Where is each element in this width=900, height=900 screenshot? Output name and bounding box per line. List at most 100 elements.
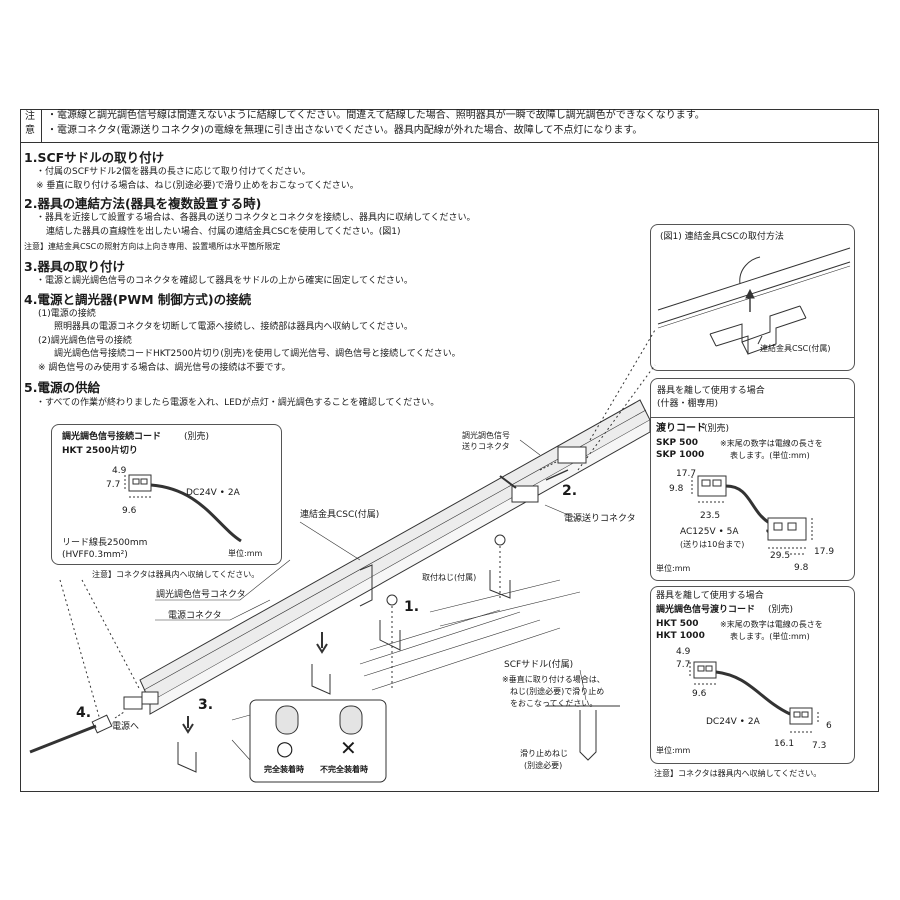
hkt-watari-unit: 単位:mm (656, 746, 691, 755)
hkt2500-note: 注意】コネクタは器具内へ収納してください。 (92, 570, 260, 579)
hkt2500-dim-9-6: 9.6 (122, 506, 137, 516)
vertical-note-3: をおこなってください。 (510, 699, 598, 708)
section-5-title: 5.電源の供給 (24, 380, 100, 395)
hkt-watari-dim-6: 6 (826, 721, 832, 731)
hkt2500-dim-4-9: 4.9 (112, 466, 127, 476)
section-1-line-2: ※ 垂直に取り付ける場合は、ねじ(別途必要)で滑り止めをおこなってください。 (36, 181, 359, 191)
section-4-line-1: (1)電源の接続 (38, 309, 96, 319)
skp-note-1: ※末尾の数字は電線の長さを (720, 439, 823, 448)
step-3-marker: 3. (198, 697, 214, 713)
skp-box-title-1: 器具を離して使用する場合 (657, 386, 765, 396)
hkt-watari-note-1: ※末尾の数字は電線の長さを (720, 620, 823, 629)
vertical-note-2: ねじ(別途必要)で滑り止め (510, 687, 605, 696)
hkt-watari-dim-16-1: 16.1 (774, 739, 795, 749)
notes-label-cell (20, 109, 42, 142)
signal-send-label-1: 調光調色信号 (462, 431, 510, 440)
hkt-watari-rating: DC24V • 2A (706, 717, 760, 727)
vertical-note-1: ※垂直に取り付ける場合は、 (502, 675, 605, 684)
section-3-line-1: ・電源と調光調色信号のコネクタを確認して器具をサドルの上から確実に固定してくださ… (36, 276, 413, 286)
hkt-watari-model-2: HKT 1000 (656, 631, 705, 641)
signal-send-label-2: 送りコネクタ (462, 442, 510, 451)
ng-mark-icon: ✕ (340, 736, 357, 760)
section-3-title: 3.器具の取り付け (24, 259, 125, 274)
skp-title: 渡りコード (656, 423, 706, 434)
skp-title-suffix: (別売) (704, 424, 730, 434)
section-2-note: 注意】連結金具CSCの照射方向は上向き専用、設置場所は水平箇所限定 (24, 242, 281, 251)
skp-rating-1: AC125V • 5A (680, 527, 739, 537)
bracket-screw-label: 取付ねじ(付属) (422, 573, 477, 582)
hkt-watari-bottom-note: 注意】コネクタは器具内へ収納してください。 (654, 769, 822, 778)
hkt-watari-drawing (689, 661, 819, 733)
hkt-watari-dim-9-6: 9.6 (692, 689, 707, 699)
step-1-marker: 1. (404, 599, 420, 615)
power-send-label: 電源送りコネクタ (564, 514, 636, 524)
skp-dim-23-5: 23.5 (700, 511, 721, 521)
skp-unit: 単位:mm (656, 564, 691, 573)
notes-label-top: 注 (25, 111, 35, 122)
signal-connector-label: 調光調色信号コネクタ (156, 590, 246, 600)
fig1-part-label: 連結金具CSC(付属) (760, 344, 831, 353)
skp-dim-9-8a: 9.8 (669, 484, 684, 494)
section-4-line-4: 調光調色信号接続コードHKT2500片切り(別売)を使用して調光信号、調色信号と… (54, 349, 461, 359)
hkt2500-lead-1: リード線長2500mm (62, 538, 148, 548)
step-2-marker: 2. (562, 483, 578, 499)
screw-label-1: 滑り止めねじ (520, 749, 568, 758)
hkt2500-title-suffix: (別売) (184, 432, 210, 442)
hkt-watari-dim-7-3: 7.3 (812, 741, 827, 751)
section-2-line-1: ・器具を近接して設置する場合は、各器具の送りコネクタとコネクタを接続し、器具内に… (36, 213, 476, 223)
skp-box (650, 378, 855, 581)
hkt2500-unit: 単位:mm (228, 549, 263, 558)
hkt2500-lead-2: (HVFF0.3mm²) (62, 550, 128, 560)
power-connector-label: 電源コネクタ (168, 611, 222, 621)
note-line-2: ・電源コネクタ(電源送りコネクタ)の電線を無理に引き出さないでください。器具内配… (47, 125, 643, 136)
to-power-label: 電源へ (112, 722, 140, 732)
skp-divider (650, 417, 855, 418)
skp-rating-2: (送りは10台まで) (680, 540, 745, 549)
hkt-watari-title-2: 調光調色信号渡りコード (656, 605, 756, 615)
hkt2500-dim-7-7: 7.7 (106, 480, 121, 490)
section-4-title: 4.電源と調光器(PWM 制御方式)の接続 (24, 292, 252, 307)
skp-model-2: SKP 1000 (656, 450, 705, 460)
hkt2500-drawing (124, 474, 242, 543)
fig1-title: (図1) 連結金具CSCの取付方法 (660, 232, 784, 242)
section-1-line-1: ・付属のSCFサドル2個を器具の長さに応じて取り付けてください。 (36, 167, 311, 177)
skp-model-1: SKP 500 (656, 438, 698, 448)
notes-label-bottom: 意 (25, 125, 35, 136)
hkt2500-box (51, 424, 282, 565)
hkt-watari-title-1: 器具を離して使用する場合 (656, 591, 764, 601)
skp-dim-29-5: 29.5 (770, 551, 791, 561)
skp-dim-17-9: 17.9 (814, 547, 835, 557)
section-1-title: 1.SCFサドルの取り付け (24, 150, 165, 165)
hkt-watari-title-suffix: (別売) (768, 605, 794, 615)
hkt-watari-dim-7-7: 7.7 (676, 660, 691, 670)
step-4-marker: 4. (76, 705, 92, 721)
skp-dim-9-8b: 9.8 (794, 563, 809, 573)
manual-frame (20, 109, 879, 792)
hkt2500-title: 調光調色信号接続コード (62, 432, 162, 442)
section-4-line-3: (2)調光調色信号の接続 (38, 336, 132, 346)
ok-label: 完全装着時 (264, 765, 304, 774)
section-2-line-2: 連結した器具の直線性を出したい場合、付属の連結金具CSCを使用してください。(図… (46, 227, 401, 237)
fig1-illustration (657, 247, 851, 355)
section-2-title: 2.器具の連結方法(器具を複数設置する時) (24, 196, 262, 211)
section-4-line-2: 照明器具の電源コネクタを切断して電源へ接続し、接続部は器具内へ収納してください。 (54, 322, 413, 332)
screw-label-2: (別途必要) (524, 761, 563, 770)
note-line-1: ・電源線と調光調色信号線は間違えないように結線してください。間違えて結線した場合… (47, 110, 705, 121)
skp-box-title-2: (什器・棚専用) (657, 399, 719, 409)
notes-bar (20, 109, 879, 143)
hkt2500-rating: DC24V • 2A (186, 488, 240, 498)
hkt2500-model: HKT 2500片切り (62, 446, 138, 456)
hkt-watari-model-1: HKT 500 (656, 619, 699, 629)
skp-cord-drawing (691, 475, 813, 555)
ok-mark-icon: ○ (276, 736, 294, 760)
skp-dim-17-7: 17.7 (676, 469, 697, 479)
section-4-line-5: ※ 調色信号のみ使用する場合は、調光信号の接続は不要です。 (38, 363, 291, 373)
csc-label: 連結金具CSC(付属) (300, 510, 380, 520)
hkt-watari-note-2: 表します。(単位:mm) (730, 632, 810, 641)
scf-saddle-label: SCFサドル(付属) (504, 660, 574, 670)
skp-note-2: 表します。(単位:mm) (730, 451, 810, 460)
hkt-watari-box (650, 586, 855, 764)
hkt-watari-dim-4-9: 4.9 (676, 647, 691, 657)
section-5-line-1: ・すべての作業が終わりましたら電源を入れ、LEDが点灯・調光調色することを確認し… (36, 398, 440, 408)
